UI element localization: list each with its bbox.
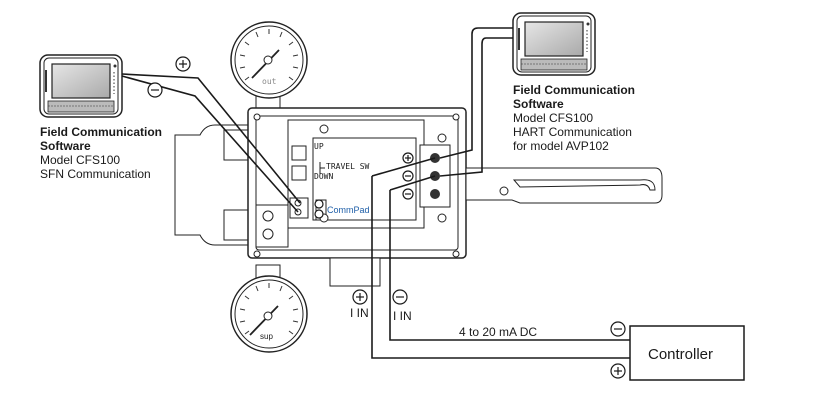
right-laptop-icon [512, 12, 596, 76]
right-device-title-1: Field Communication [513, 83, 636, 97]
travel-switch-down: DOWN [314, 172, 334, 181]
signal-label: 4 to 20 mA DC [459, 325, 538, 339]
left-device-protocol: SFN Communication [40, 167, 151, 181]
output-pressure-gauge [230, 21, 308, 111]
feedback-lever [465, 167, 663, 204]
right-device-label: Field Communication Software Model CFS10… [513, 83, 635, 153]
positioner-case [247, 107, 467, 287]
commpad-label: CommPad [327, 205, 370, 215]
left-device-title-2: Software [40, 139, 91, 153]
right-device-model: Model CFS100 [513, 111, 594, 125]
commpad-minus-circle [314, 209, 324, 219]
right-device-title-2: Software [513, 97, 564, 111]
output-gauge-label: out [262, 77, 277, 86]
supply-pressure-gauge [230, 264, 308, 353]
supply-gauge-label: sup [260, 332, 273, 341]
right-device-protocol: HART Communication [513, 125, 632, 139]
commpad-plus-circle [314, 199, 324, 209]
iin-plus-label: I IN [350, 306, 369, 320]
actuator-housing [174, 124, 255, 246]
left-laptop-icon [39, 54, 123, 118]
left-device-model: Model CFS100 [40, 153, 121, 167]
controller-box [629, 325, 745, 381]
wiring-lines [121, 27, 630, 359]
controller-label: Controller [648, 346, 714, 363]
left-device-title-1: Field Communication [40, 125, 163, 139]
right-device-note: for model AVP102 [513, 139, 609, 153]
iin-minus-label: I IN [393, 309, 412, 323]
travel-switch-up: UP [314, 142, 324, 151]
travel-switch-name: TRAVEL SW [326, 162, 370, 171]
left-device-label: Field Communication Software Model CFS10… [40, 125, 162, 181]
